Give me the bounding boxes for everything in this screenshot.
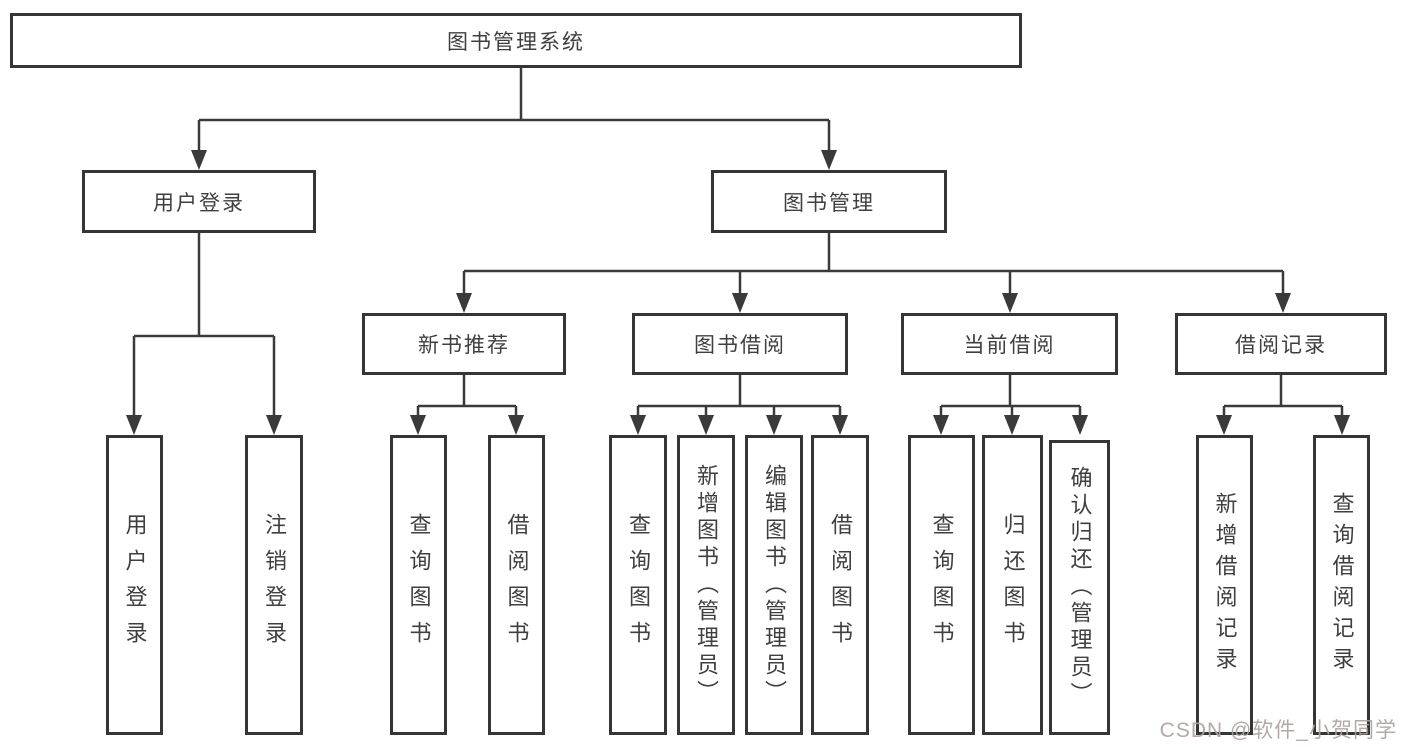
node-label: 借阅记录 — [1235, 334, 1327, 357]
node-new-book-recommend: 新书推荐 — [362, 313, 566, 375]
node-user-login: 用户登录 — [82, 170, 316, 233]
leaf-return-book: 归还图书 — [982, 435, 1043, 735]
node-borrow-records: 借阅记录 — [1175, 313, 1387, 375]
leaf-label: 注销登录 — [262, 513, 287, 657]
leaf-label: 查询图书 — [406, 513, 432, 657]
leaf-label: 新增图书（管理员） — [694, 463, 719, 707]
leaf-user-login: 用户登录 — [106, 435, 163, 735]
node-label: 新书推荐 — [418, 334, 510, 357]
leaf-logout: 注销登录 — [245, 435, 303, 735]
node-label: 图书管理 — [783, 191, 875, 215]
leaf-query-books: 查询图书 — [390, 435, 447, 735]
leaf-query-borrow-record: 查询借阅记录 — [1313, 435, 1370, 735]
node-label: 图书管理系统 — [447, 30, 585, 54]
node-label: 图书借阅 — [694, 334, 786, 357]
leaf-label: 编辑图书（管理员） — [762, 463, 787, 707]
leaf-label: 借阅图书 — [828, 513, 853, 657]
leaf-query-books-3: 查询图书 — [908, 435, 975, 735]
leaf-label: 查询图书 — [626, 513, 651, 657]
leaf-edit-book-admin: 编辑图书（管理员） — [745, 435, 803, 735]
node-label: 当前借阅 — [963, 334, 1056, 357]
leaf-label: 查询借阅记录 — [1329, 492, 1355, 678]
node-label: 用户登录 — [153, 191, 245, 215]
leaf-add-borrow-record: 新增借阅记录 — [1196, 435, 1253, 735]
leaf-add-book-admin: 新增图书（管理员） — [677, 435, 735, 735]
leaf-query-books-2: 查询图书 — [609, 435, 667, 735]
node-library-management-system: 图书管理系统 — [10, 13, 1022, 68]
watermark: CSDN @软件_小贺同学 — [1159, 719, 1397, 742]
node-book-borrow: 图书借阅 — [632, 313, 848, 375]
leaf-label: 新增借阅记录 — [1212, 492, 1238, 678]
leaf-label: 用户登录 — [122, 513, 148, 657]
node-current-borrow: 当前借阅 — [901, 313, 1118, 375]
leaf-label: 归还图书 — [1000, 513, 1026, 657]
leaf-confirm-return-admin: 确认归还（管理员） — [1049, 440, 1110, 735]
leaf-label: 查询图书 — [929, 513, 955, 657]
leaf-label: 借阅图书 — [504, 513, 530, 657]
node-book-management: 图书管理 — [711, 170, 947, 233]
leaf-label: 确认归还（管理员） — [1067, 466, 1093, 709]
leaf-borrow-books-2: 借阅图书 — [811, 435, 869, 735]
leaf-borrow-books: 借阅图书 — [488, 435, 545, 735]
